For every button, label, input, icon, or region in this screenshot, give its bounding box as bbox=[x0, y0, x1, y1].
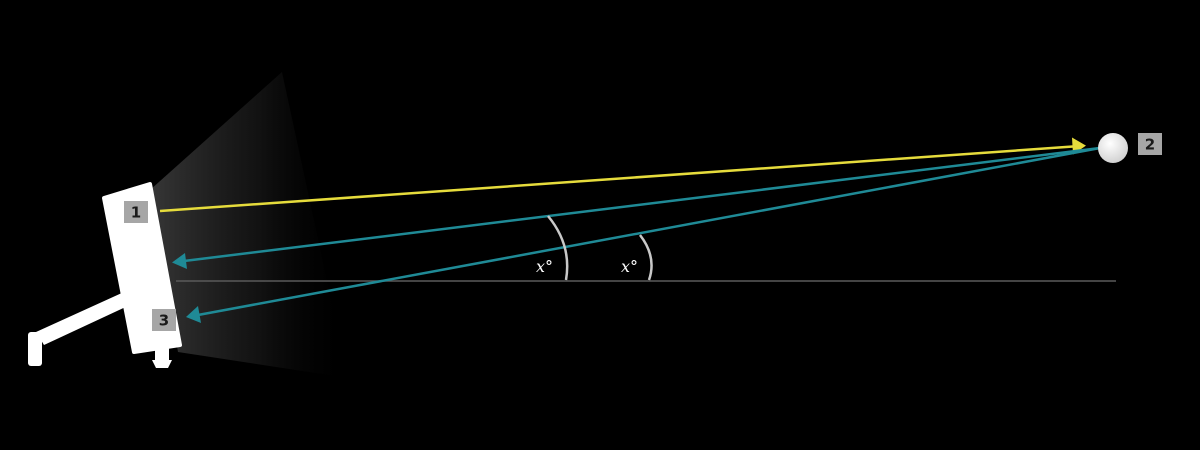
return-beam-upper-arrowhead bbox=[172, 253, 187, 269]
badge-target: 2 bbox=[1138, 133, 1162, 155]
angle-arc-left bbox=[547, 215, 569, 281]
badge-device-top: 1 bbox=[124, 201, 148, 223]
angle-label-left: x° bbox=[536, 257, 553, 276]
return-beam-lower bbox=[197, 146, 1101, 317]
badge-target-label: 2 bbox=[1145, 136, 1155, 154]
target-ball bbox=[1098, 133, 1128, 163]
device-base-foot-tip bbox=[152, 360, 172, 368]
badge-device-bottom-label: 3 bbox=[159, 312, 169, 330]
angle-arc-right bbox=[639, 234, 653, 281]
badge-device-top-label: 1 bbox=[131, 204, 141, 222]
outgoing-beam bbox=[159, 144, 1081, 213]
return-beam-upper bbox=[183, 146, 1101, 263]
return-beam-lower-arrowhead bbox=[186, 306, 201, 323]
device-stand-foot bbox=[28, 332, 42, 366]
angle-label-right: x° bbox=[621, 257, 638, 276]
device-glow-cone bbox=[150, 72, 348, 378]
badge-device-bottom: 3 bbox=[152, 309, 176, 331]
device-stand-leg bbox=[36, 292, 130, 345]
